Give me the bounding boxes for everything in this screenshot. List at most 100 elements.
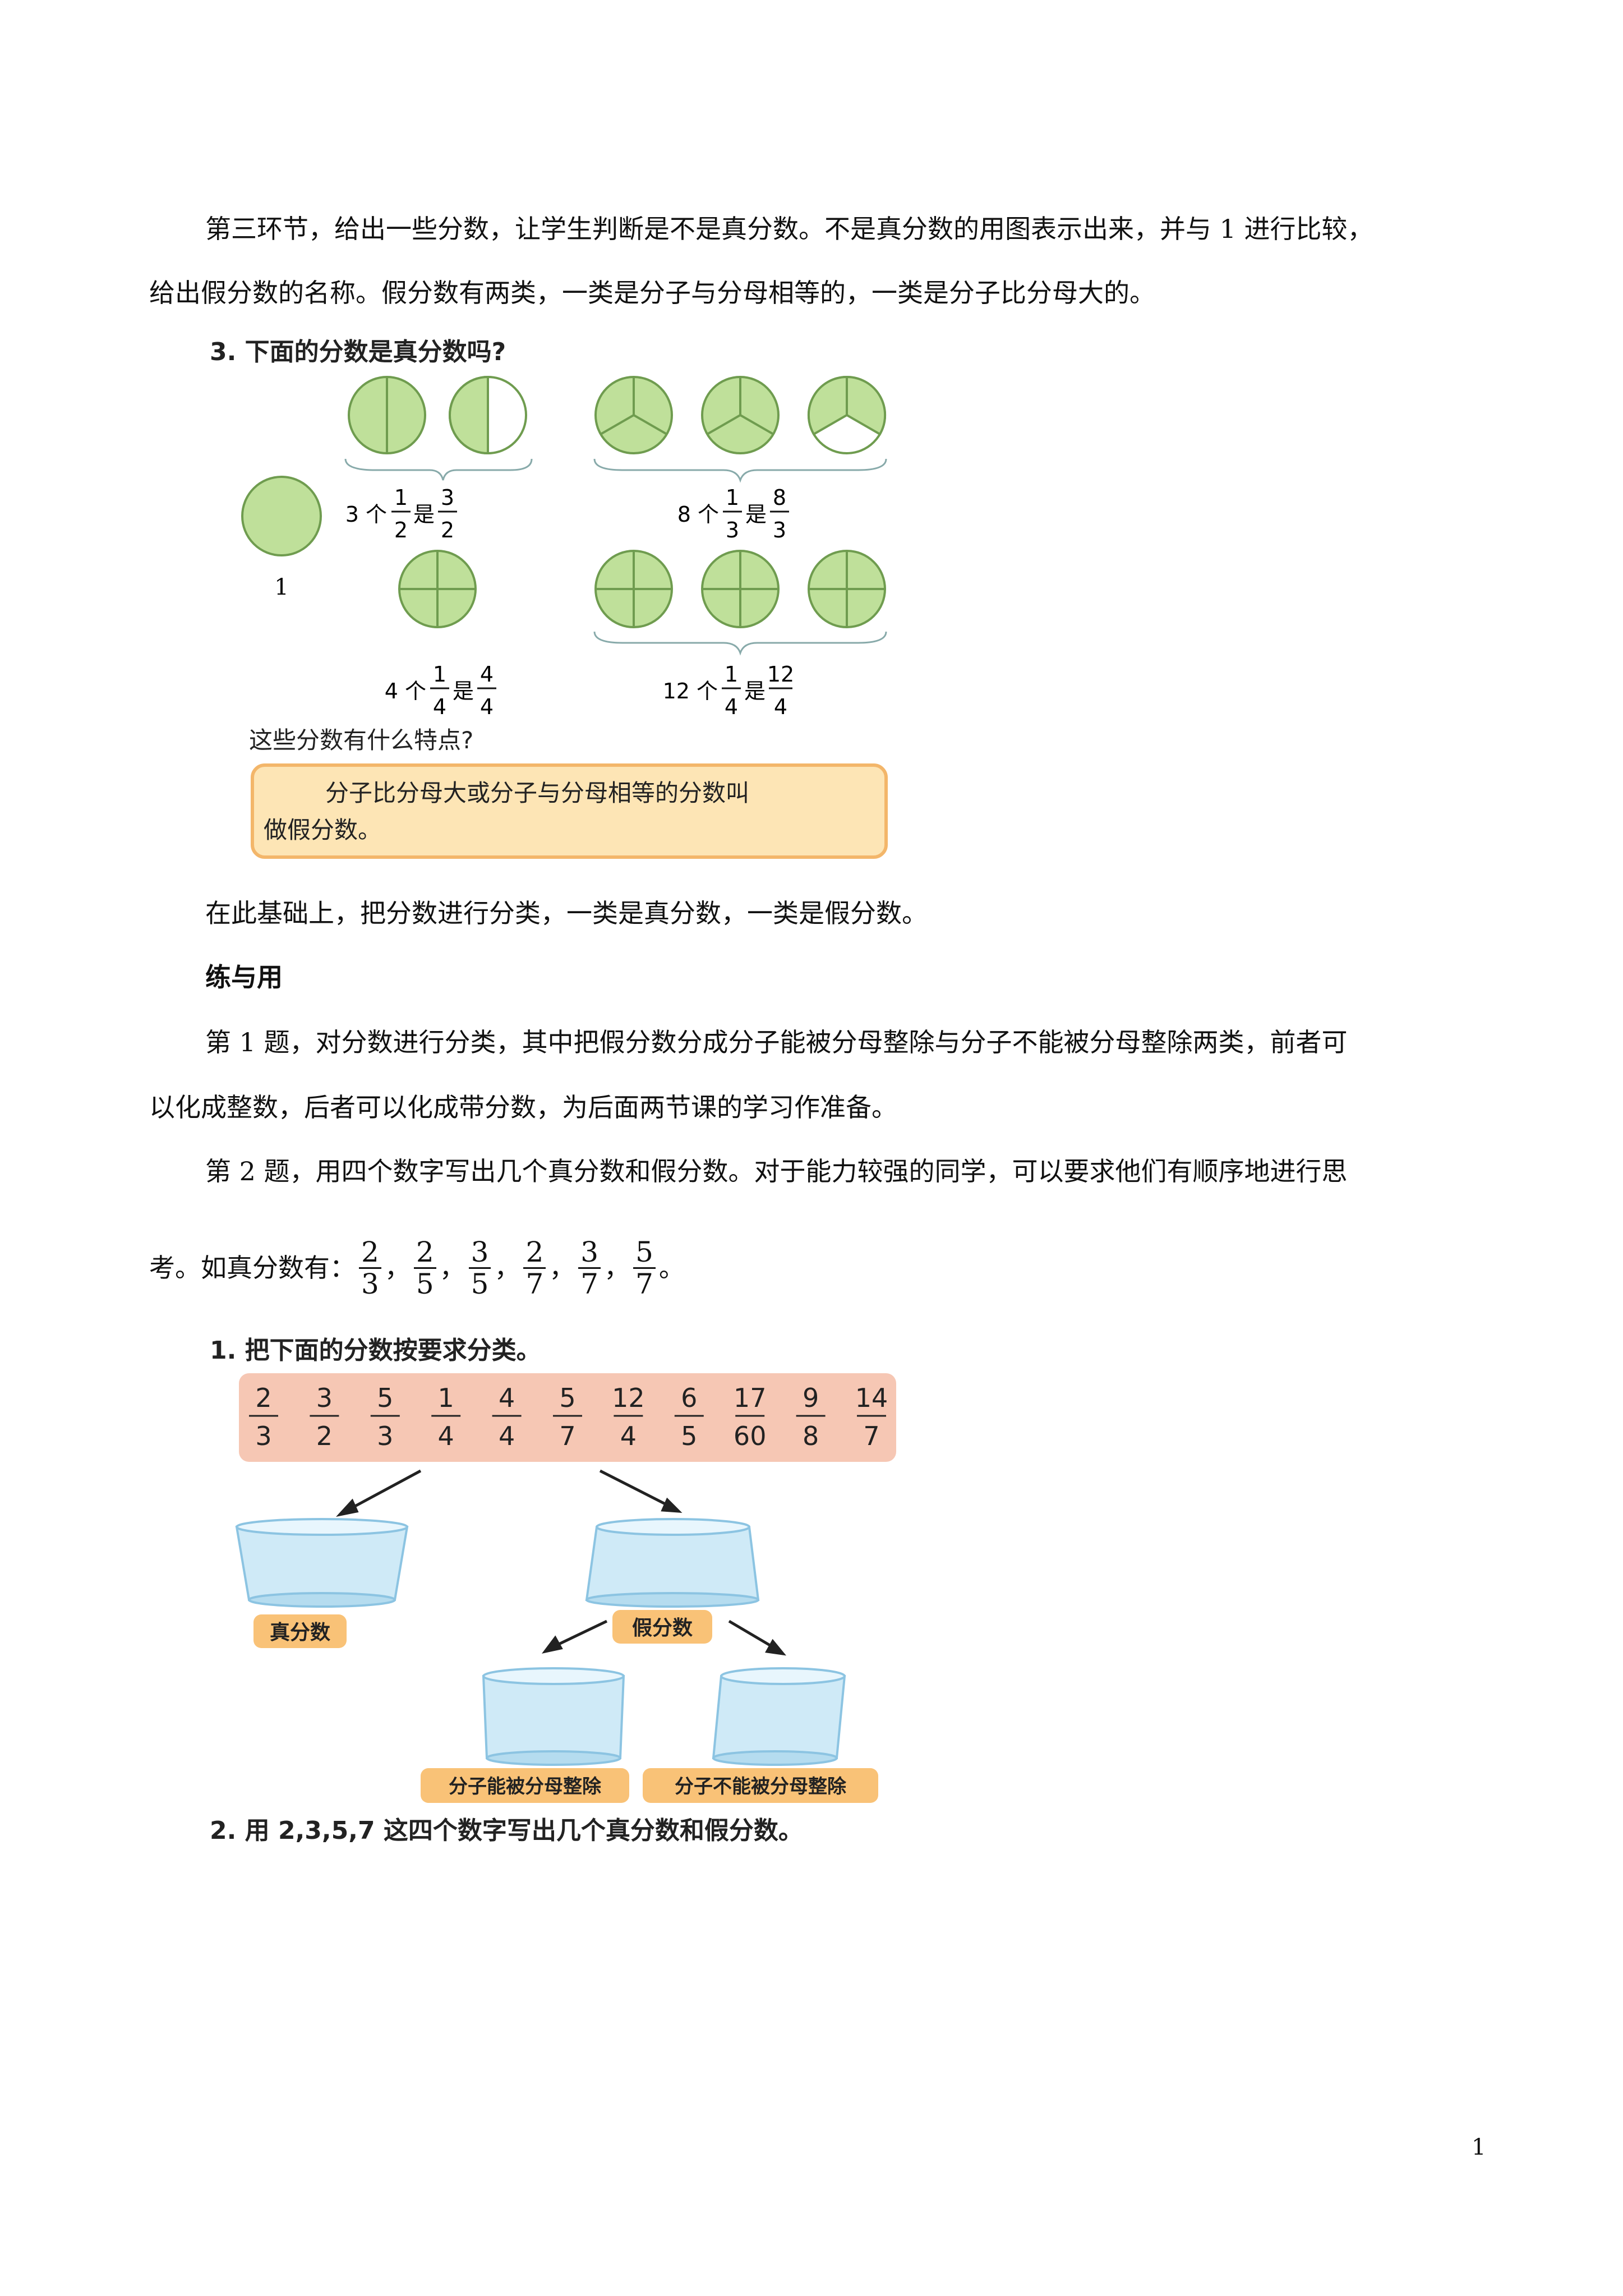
svg-text:3 个: 3 个 <box>345 502 387 527</box>
svg-text:4: 4 <box>725 694 738 719</box>
not-divisible-bucket <box>712 1667 846 1766</box>
band-fraction-denominator: 4 <box>438 1421 454 1451</box>
band-fraction-numerator: 5 <box>559 1383 575 1413</box>
band-fraction-numerator: 17 <box>734 1383 767 1413</box>
svg-text:8: 8 <box>773 485 786 510</box>
band-fraction-numerator: 4 <box>499 1383 515 1413</box>
svg-text:4: 4 <box>774 694 787 719</box>
svg-text:2: 2 <box>394 518 408 542</box>
band-fraction: 147 <box>855 1383 888 1451</box>
paragraph-4-line-1: 第 2 题，用四个数字写出几个真分数和假分数。对于能力较强的同学，可以要求他们有… <box>205 1156 1348 1186</box>
svg-text:1: 1 <box>726 485 739 510</box>
proper-bucket <box>235 1518 409 1608</box>
svg-text:3: 3 <box>726 518 739 542</box>
caption-quarters-triple: 12 个 1 4 是 12 4 <box>663 662 795 719</box>
improper-bucket <box>585 1518 760 1608</box>
band-fraction-numerator: 9 <box>803 1383 819 1413</box>
task-2-text: 2. 用 2,3,5,7 这四个数字写出几个真分数和假分数。 <box>210 1816 803 1845</box>
figure-improper-fractions: 3. 下面的分数是真分数吗? 1 <box>208 331 903 869</box>
svg-text:是: 是 <box>745 502 767 527</box>
band-fraction-denominator: 5 <box>681 1421 697 1451</box>
band-fraction-denominator: 7 <box>863 1421 879 1451</box>
svg-text:2: 2 <box>441 518 454 542</box>
page-number: 1 <box>1472 2134 1486 2160</box>
band-fraction-denominator: 3 <box>377 1421 393 1451</box>
band-fraction-denominator: 3 <box>255 1421 271 1451</box>
paragraph-1-line-2: 给出假分数的名称。假分数有两类，一类是分子与分母相等的，一类是分子比分母大的。 <box>149 278 1155 308</box>
svg-text:4: 4 <box>433 694 446 719</box>
improper-label-box <box>612 1610 712 1644</box>
svg-text:4: 4 <box>480 662 494 687</box>
band-fraction: 98 <box>796 1383 826 1451</box>
band-fraction-denominator: 4 <box>620 1421 637 1451</box>
svg-text:4: 4 <box>480 694 494 719</box>
band-fraction: 23 <box>249 1383 278 1451</box>
paragraph-1-line-1: 第三环节，给出一些分数，让学生判断是不是真分数。不是真分数的用图表示出来，并与 … <box>205 214 1373 244</box>
band-fraction-numerator: 2 <box>255 1383 271 1413</box>
divisible-label: 分子能被分母整除 <box>449 1775 602 1798</box>
fractions-band <box>239 1373 896 1462</box>
improper-label: 假分数 <box>632 1617 693 1640</box>
svg-text:3: 3 <box>441 485 454 510</box>
svg-text:8 个: 8 个 <box>677 502 719 527</box>
quarters-triple <box>593 550 887 656</box>
quarters-single <box>398 550 477 628</box>
divisible-label-box <box>421 1768 629 1803</box>
figure2-title: 1. 把下面的分数按要求分类。 <box>210 1336 541 1365</box>
definition-line-2: 做假分数。 <box>264 816 381 844</box>
band-fraction-denominator: 60 <box>734 1421 767 1451</box>
caption-quarters-single: 4 个 1 4 是 4 4 <box>385 662 496 719</box>
halves-group <box>344 375 533 481</box>
paragraph-3-line-1: 第 1 题，对分数进行分类，其中把假分数分成分子能被分母整除与分子不能被分母整除… <box>205 1027 1348 1057</box>
section-heading: 练与用 <box>205 962 283 992</box>
svg-text:1: 1 <box>433 662 446 687</box>
svg-text:12 个: 12 个 <box>663 679 718 703</box>
band-fraction: 32 <box>310 1383 339 1451</box>
band-fraction-denominator: 4 <box>499 1421 515 1451</box>
proper-fraction-prefix: 考。如真分数有： <box>149 1253 356 1283</box>
not-divisible-label: 分子不能被分母整除 <box>675 1775 847 1798</box>
figure-classify-fractions: 1. 把下面的分数按要求分类。 233253144457124651760981… <box>210 1336 896 1845</box>
band-fraction-denominator: 2 <box>316 1421 333 1451</box>
divisible-bucket <box>482 1667 625 1766</box>
svg-text:是: 是 <box>453 679 474 703</box>
band-fraction: 14 <box>431 1383 461 1451</box>
band-fraction-numerator: 5 <box>377 1383 393 1413</box>
band-fraction-numerator: 14 <box>855 1383 888 1413</box>
definition-box <box>251 763 888 859</box>
paragraph-2: 在此基础上，把分数进行分类，一类是真分数，一类是假分数。 <box>205 898 928 928</box>
svg-text:1: 1 <box>394 485 408 510</box>
svg-text:4 个: 4 个 <box>385 679 426 703</box>
whole-circle <box>241 476 322 556</box>
proper-label-box <box>253 1614 347 1648</box>
svg-text:12: 12 <box>767 662 794 687</box>
band-fraction: 44 <box>492 1383 522 1451</box>
caption-halves: 3 个 1 2 是 3 2 <box>345 485 457 542</box>
band-fraction-numerator: 12 <box>612 1383 645 1413</box>
svg-text:是: 是 <box>744 679 766 703</box>
definition-line-1: 分子比分母大或分子与分母相等的分数叫 <box>325 779 749 807</box>
band-fraction-denominator: 7 <box>559 1421 575 1451</box>
band-fraction: 65 <box>674 1383 704 1451</box>
band-fraction: 124 <box>612 1383 645 1451</box>
one-label: 1 <box>274 574 288 600</box>
caption-thirds: 8 个 1 3 是 8 3 <box>677 485 789 542</box>
svg-text:1: 1 <box>725 662 738 687</box>
arrows <box>335 1469 786 1656</box>
figure1-title: 3. 下面的分数是真分数吗? <box>210 338 506 366</box>
band-fraction: 57 <box>553 1383 582 1451</box>
band-fraction-numerator: 1 <box>438 1383 454 1413</box>
svg-text:3: 3 <box>773 518 786 542</box>
band-fraction-numerator: 3 <box>316 1383 333 1413</box>
proper-label: 真分数 <box>270 1621 330 1644</box>
paragraph-3-line-2: 以化成整数，后者可以化成带分数，为后面两节课的学习作准备。 <box>149 1092 897 1122</box>
band-fraction-denominator: 8 <box>803 1421 819 1451</box>
